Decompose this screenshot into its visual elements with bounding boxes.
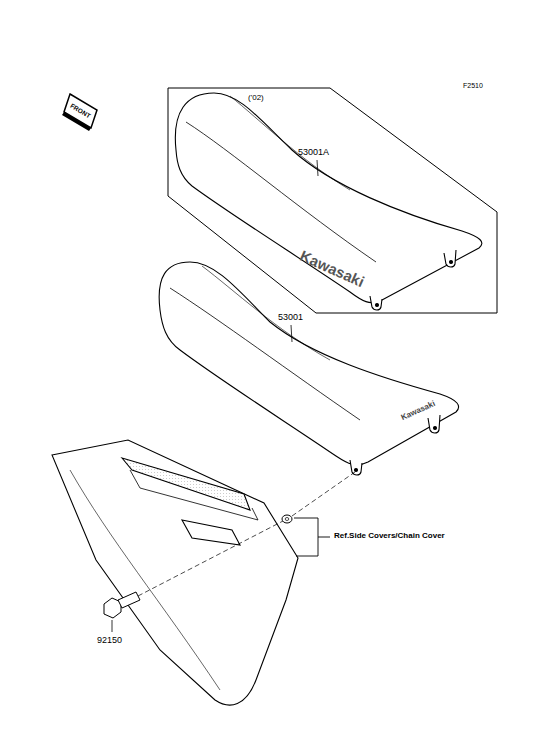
figure-number: F2510 [463, 82, 483, 89]
front-tag [62, 94, 97, 131]
washer-hole [285, 518, 289, 521]
reference-note: Ref.Side Covers/Chain Cover [334, 532, 445, 540]
callout-number: 53001A [298, 148, 329, 157]
side-cover [52, 440, 298, 705]
seat [159, 262, 458, 475]
leader-line [291, 325, 292, 342]
callout-number: 53001 [278, 313, 303, 322]
callout-number: 92150 [97, 636, 122, 645]
year-note: ('02) [248, 94, 264, 102]
assembly-line [138, 472, 355, 596]
washer [282, 515, 292, 523]
reference-bracket [294, 518, 330, 556]
leader-line [317, 160, 318, 176]
leader-line [112, 620, 113, 632]
bolt [104, 592, 140, 618]
